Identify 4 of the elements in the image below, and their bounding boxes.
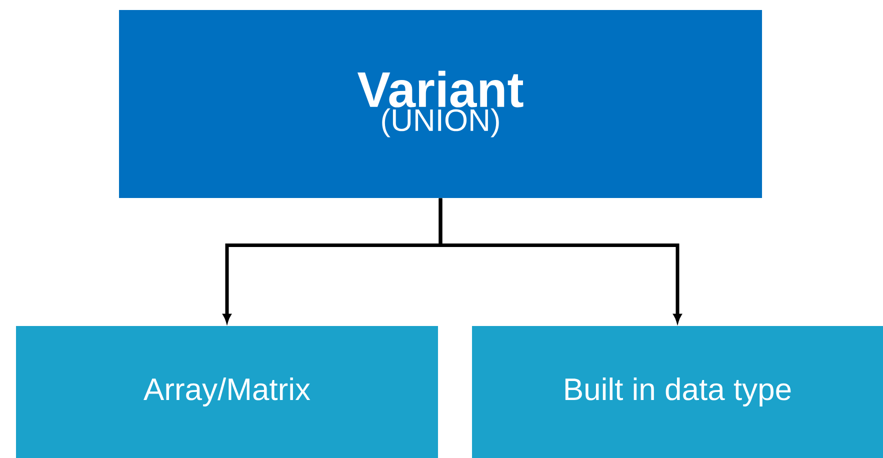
arrow bbox=[438, 198, 682, 323]
type-box: Variant (UNION) bbox=[119, 10, 762, 198]
type-box: Array/Matrix bbox=[16, 326, 438, 458]
type-box: Built in data type bbox=[472, 326, 883, 458]
